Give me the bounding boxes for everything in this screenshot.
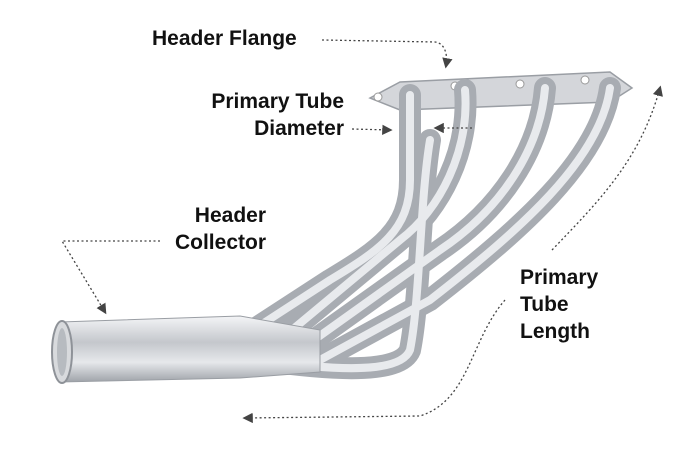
primary-tube-diameter-label: Primary Tube Diameter — [170, 88, 344, 142]
label-line: Length — [520, 320, 590, 343]
label-line: Collector — [174, 231, 266, 254]
collector-arrow — [60, 240, 160, 315]
header-flange-label: Header Flange — [152, 27, 297, 50]
primary-tubes — [219, 77, 621, 380]
label-line: Tube — [520, 293, 569, 316]
header-collector — [59, 315, 321, 383]
label-line: Header — [194, 204, 266, 227]
label-line: Primary Tube — [211, 90, 344, 113]
label-line: Primary — [520, 266, 599, 289]
flange-arrow — [321, 39, 453, 69]
primary-tube-length-label: Primary Tube Length — [520, 264, 598, 345]
header-collector-label: Header Collector — [140, 202, 266, 256]
length-arrow-down — [242, 299, 506, 424]
diameter-arrow-right — [351, 124, 393, 135]
label-line: Diameter — [254, 117, 344, 140]
